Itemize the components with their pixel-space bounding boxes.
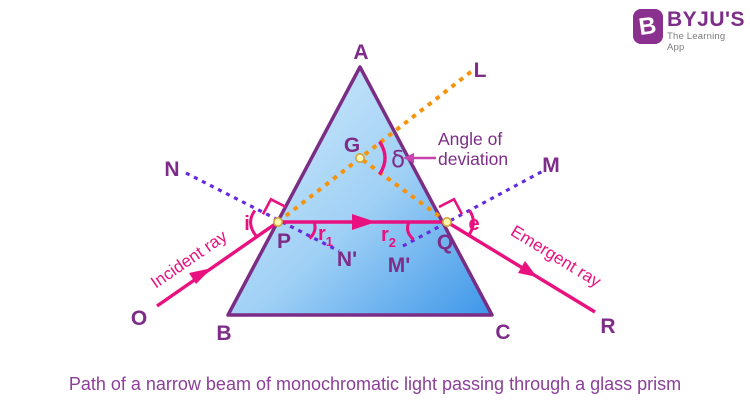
figure-caption: Path of a narrow beam of monochromatic l… xyxy=(68,374,682,394)
label-angle-r1-base: r xyxy=(318,223,326,245)
angle-of-deviation-arc xyxy=(378,140,387,176)
angle-r2-arc xyxy=(406,221,415,241)
point-dot-P xyxy=(272,217,283,228)
angle-r1-arc xyxy=(308,221,317,240)
label-angle-r1: r1 xyxy=(318,223,333,249)
label-vertex-C: C xyxy=(495,321,510,344)
emergent-ray-text: Emergent ray xyxy=(507,222,604,292)
refracted-ray-arrowhead xyxy=(352,214,376,230)
label-normal-M-prime: M' xyxy=(388,254,411,277)
deviation-pointer-arrowhead xyxy=(403,153,414,163)
label-angle-r2: r2 xyxy=(381,224,396,250)
emergent-ray-arrowhead xyxy=(518,261,537,277)
label-angle-r2-subscript: 2 xyxy=(389,235,396,250)
byjus-logo-text: BYJU'S The Learning App xyxy=(666,8,745,54)
prism-ray-diagram: A B C P Q G O R L N N' M M' i e r1 r2 δ … xyxy=(131,41,616,345)
normal-line-NN-prime xyxy=(185,171,340,253)
incident-ray-arrowhead xyxy=(189,268,212,284)
label-vertex-B: B xyxy=(216,322,231,345)
byjus-b-icon: B xyxy=(633,9,663,44)
byjus-tagline: The Learning App xyxy=(666,31,726,53)
glass-prism-triangle xyxy=(226,65,494,317)
label-normal-M: M xyxy=(542,154,560,177)
angle-of-incidence-arc xyxy=(249,209,258,238)
label-point-R: R xyxy=(600,315,615,338)
angle-of-deviation-text-line1: Angle of xyxy=(438,129,502,149)
emergent-ray-line xyxy=(446,220,596,314)
label-point-Q: Q xyxy=(437,231,453,254)
right-angle-mark-Q xyxy=(438,197,464,215)
label-angle-r2-base: r xyxy=(381,224,389,246)
angle-of-emergence-arc xyxy=(467,209,475,236)
label-angle-i: i xyxy=(244,213,250,235)
label-normal-N-prime: N' xyxy=(337,248,357,271)
label-point-O: O xyxy=(131,307,147,330)
emergent-ray-back-extension-line-QG xyxy=(358,156,449,224)
incident-ray-extension-line-PL xyxy=(276,69,474,224)
point-dot-Q xyxy=(441,217,452,228)
byjus-logo: B BYJU'S The Learning App xyxy=(633,9,745,53)
incident-ray-line xyxy=(156,220,279,308)
label-angle-e: e xyxy=(468,213,479,235)
byjus-brand-name: BYJU'S xyxy=(666,8,745,31)
label-point-P: P xyxy=(277,230,291,253)
label-point-L: L xyxy=(474,59,487,82)
point-dot-G xyxy=(354,153,365,164)
label-normal-N: N xyxy=(164,158,179,181)
angle-of-deviation-text-line2: deviation xyxy=(438,149,508,169)
label-vertex-A: A xyxy=(353,41,368,64)
label-point-G: G xyxy=(344,134,360,157)
label-angle-delta: δ xyxy=(391,147,405,173)
label-angle-r1-subscript: 1 xyxy=(326,234,333,249)
right-angle-mark-P xyxy=(261,197,287,215)
